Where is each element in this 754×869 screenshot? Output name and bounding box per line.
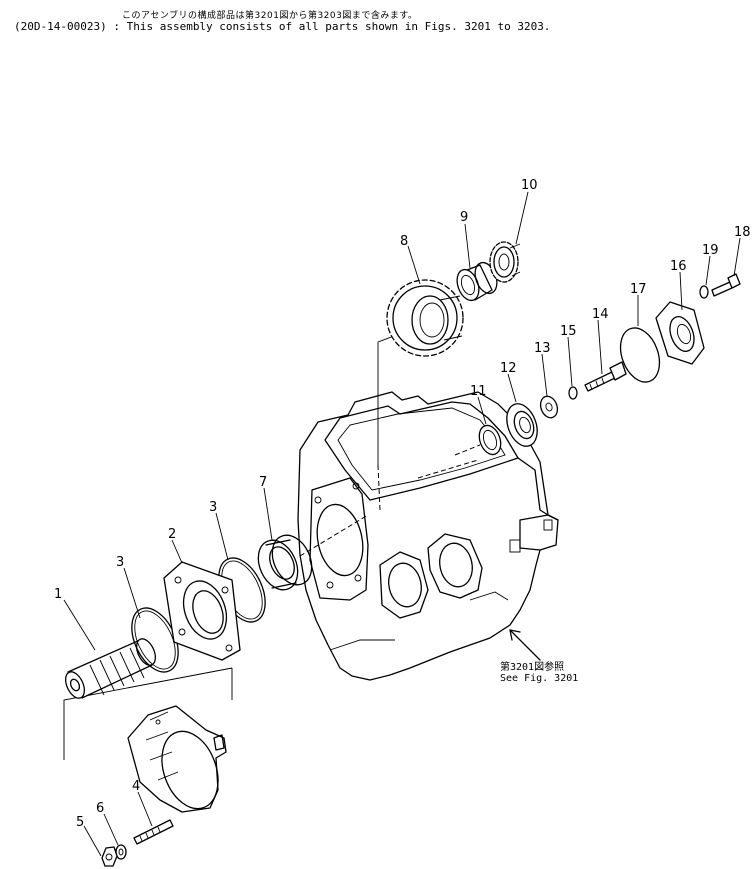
callout-8: 8 xyxy=(400,234,408,249)
hydraulic-motor xyxy=(127,705,227,813)
callout-2: 2 xyxy=(168,527,176,542)
header-note-english: (20D-14-00023) : This assembly consists … xyxy=(14,20,550,33)
callout-15: 15 xyxy=(560,324,577,339)
part-5-nut xyxy=(101,846,118,867)
callout-10: 10 xyxy=(521,178,538,193)
callout-7: 7 xyxy=(259,475,267,490)
callout-17: 17 xyxy=(630,282,647,297)
callout-5: 5 xyxy=(76,815,84,830)
assembly-note: : This assembly consists of all parts sh… xyxy=(113,20,551,33)
callout-numbers: 1 2 3 3 4 5 6 7 8 9 10 11 12 13 14 15 16… xyxy=(54,178,751,830)
part-9-collar xyxy=(456,261,498,302)
callout-19: 19 xyxy=(702,243,719,258)
part-15-washer xyxy=(568,386,578,400)
see-figure-jp: 第3201図参照 xyxy=(500,662,565,673)
header-note-japanese: このアセンブリの構成部品は第3201図から第3203図まで含みます。 xyxy=(122,11,418,21)
callout-1: 1 xyxy=(54,587,62,602)
part-8-large-gear xyxy=(386,279,464,357)
callout-12: 12 xyxy=(500,361,517,376)
callout-13: 13 xyxy=(534,341,551,356)
callout-6: 6 xyxy=(96,801,104,816)
part-16-cover xyxy=(655,301,705,365)
see-figure-reference: 第3201図参照 See Fig. 3201 xyxy=(500,662,578,684)
callout-9: 9 xyxy=(460,210,468,225)
part-10-small-gear xyxy=(489,241,521,283)
callout-3-rear: 3 xyxy=(209,500,217,515)
callout-18: 18 xyxy=(734,225,751,240)
part-12-bearing xyxy=(506,403,538,447)
part-13-washer xyxy=(539,395,559,419)
part-18-bolt xyxy=(711,273,741,297)
part-19-washer xyxy=(699,285,709,299)
part-17-o-ring xyxy=(619,327,661,383)
part-4-stud-bolt xyxy=(133,819,174,845)
part-1-spline-shaft xyxy=(64,638,157,699)
callout-14: 14 xyxy=(592,307,609,322)
assembly-code: (20D-14-00023) xyxy=(14,20,107,33)
callout-leaders xyxy=(63,191,741,857)
part-6-washer xyxy=(115,844,127,860)
see-figure-en: See Fig. 3201 xyxy=(500,673,579,684)
callout-16: 16 xyxy=(670,259,687,274)
callout-4: 4 xyxy=(132,779,140,794)
part-2-flange-cover xyxy=(163,561,241,661)
callout-11: 11 xyxy=(470,384,487,399)
part-7-oil-seal xyxy=(257,534,313,591)
part-11-seal-ring xyxy=(478,424,502,456)
part-14-bolt xyxy=(584,361,627,392)
gear-case-housing xyxy=(297,391,559,681)
callout-3-front: 3 xyxy=(116,555,124,570)
